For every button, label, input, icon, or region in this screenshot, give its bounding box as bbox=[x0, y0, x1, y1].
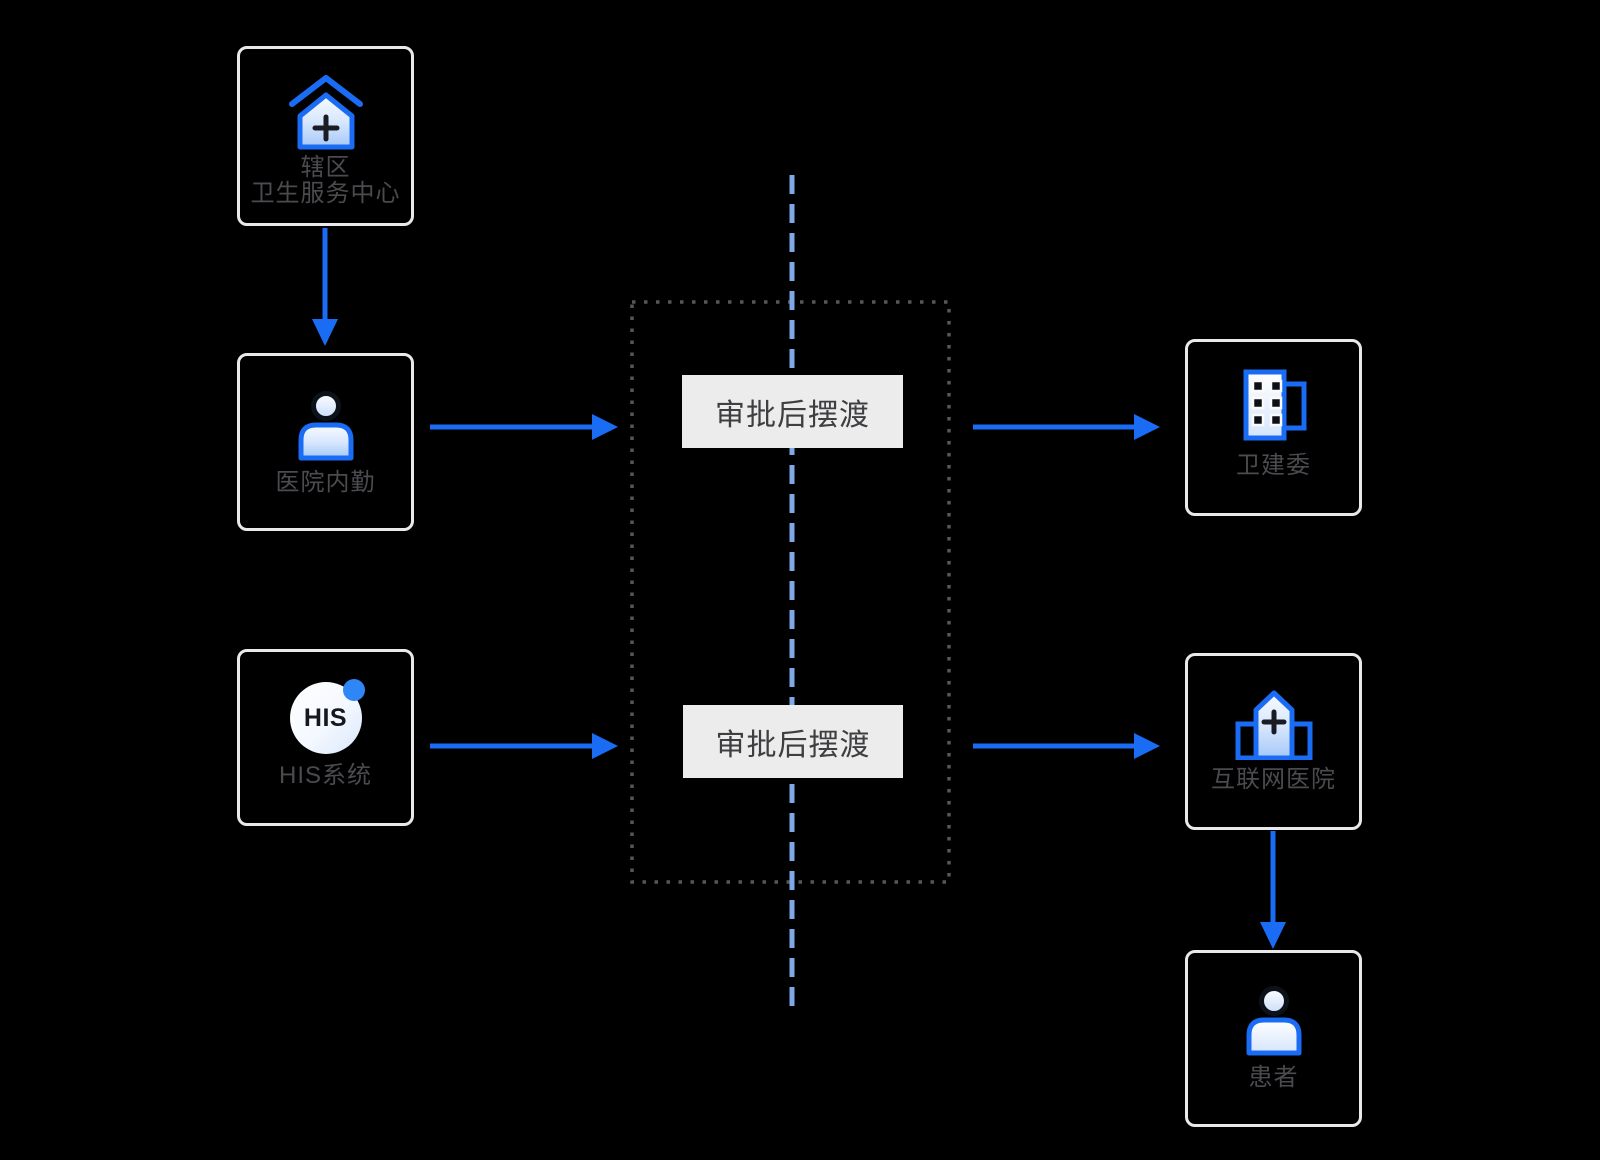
node-label: 互联网医院 bbox=[1211, 766, 1336, 793]
arrow-internet-hospital-to-patient bbox=[1260, 831, 1286, 949]
arrow-hospital-staff-to-ferry bbox=[430, 414, 618, 440]
ferry-label-bottom: 审批后摆渡 bbox=[683, 705, 903, 778]
node-label: HIS系统 bbox=[278, 762, 372, 789]
node-label: 患者 bbox=[1248, 1064, 1299, 1091]
node-label: 辖区 bbox=[300, 154, 351, 181]
arrow-his-to-ferry bbox=[430, 733, 618, 759]
node-health-commission: 卫建委 bbox=[1185, 339, 1362, 516]
his-icon-text: HIS bbox=[303, 703, 348, 732]
node-his-system: HIS HIS系统 bbox=[237, 649, 414, 826]
node-community-health-center: 辖区 卫生服务中心 bbox=[237, 46, 414, 226]
node-label: 卫建委 bbox=[1236, 452, 1311, 479]
government-building-icon bbox=[1243, 369, 1306, 441]
node-internet-hospital: 互联网医院 bbox=[1185, 653, 1362, 830]
node-label: 医院内勤 bbox=[275, 469, 376, 496]
arrow-ferry-to-internet-hospital bbox=[973, 733, 1160, 759]
node-hospital-staff: 医院内勤 bbox=[237, 353, 414, 531]
community-health-center-icon bbox=[288, 75, 363, 150]
arrow-center-to-hospital-staff bbox=[312, 228, 338, 346]
ferry-label-top: 审批后摆渡 bbox=[682, 375, 903, 448]
internet-hospital-icon bbox=[1235, 690, 1312, 760]
his-dot-icon bbox=[342, 679, 365, 701]
node-patient: 患者 bbox=[1185, 950, 1362, 1127]
hospital-staff-icon bbox=[298, 391, 353, 461]
his-system-icon: HIS bbox=[289, 679, 365, 754]
patient-icon bbox=[1246, 986, 1301, 1056]
node-label: 卫生服务中心 bbox=[250, 180, 401, 207]
arrow-ferry-to-health-commission bbox=[973, 414, 1160, 440]
